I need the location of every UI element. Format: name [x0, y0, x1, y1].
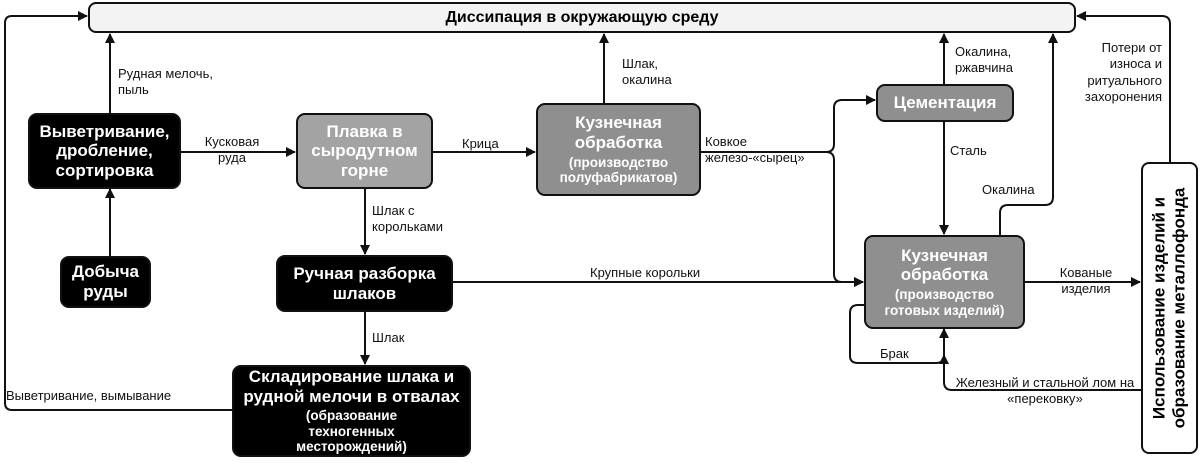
- node-forging1-title: Кузнечная обработка: [574, 113, 663, 152]
- node-usage-label: Использование изделий и образование мета…: [1149, 187, 1189, 429]
- node-weathering-label: Выветривание, дробление, сортировка: [39, 121, 170, 180]
- node-storage: Складирование шлака и рудной мелочи в от…: [232, 365, 471, 457]
- label-reject: Брак: [880, 346, 909, 361]
- node-smelting: Плавка в сыродутном горне: [296, 113, 433, 189]
- label-forged-goods: Кованые изделия: [1059, 265, 1113, 297]
- node-storage-title: Складирование шлака и рудной мелочи в от…: [243, 367, 460, 406]
- label-losses: Потери от износа и ритуального захоронен…: [1084, 40, 1162, 104]
- dissipation-box: Диссипация в окружающую среду: [88, 2, 1076, 33]
- node-forging-finished: Кузнечная обработка (производство готовы…: [864, 235, 1025, 329]
- node-forging2-sub: (производство готовых изделий): [884, 287, 1005, 318]
- label-ore-fines: Рудная мелочь, пыль: [118, 66, 213, 98]
- node-storage-sub: (образование техногенных месторождений): [296, 408, 407, 455]
- arrow-losses: [1076, 11, 1171, 162]
- node-slag-sorting: Ручная разборка шлаков: [276, 255, 453, 312]
- arrow-reject: [849, 304, 949, 365]
- label-scrap: Железный и стальной лом на «перековку»: [955, 375, 1135, 407]
- node-forging2-title: Кузнечная обработка: [900, 245, 989, 285]
- label-large-prills: Крупные корольки: [590, 265, 701, 280]
- label-slag-prills: Шлак с корольками: [372, 203, 443, 235]
- label-scale: Окалина: [982, 182, 1035, 197]
- node-forging-semifinished: Кузнечная обработка (производство полуфа…: [536, 103, 701, 196]
- arrow-scrap: [939, 328, 1141, 391]
- arrow-scale: [999, 33, 1058, 235]
- node-smelting-label: Плавка в сыродутном горне: [311, 121, 418, 180]
- node-mining-label: Добыча руды: [71, 262, 140, 301]
- label-slag-scale: Шлак, окалина: [622, 56, 672, 88]
- label-weathering-washing: Выветривание, вымывание: [6, 388, 172, 403]
- node-usage: Использование изделий и образование мета…: [1141, 162, 1198, 454]
- label-raw-iron: Ковкое железо-«сырец»: [705, 134, 805, 166]
- node-forging1-sub: (производство полуфабрикатов): [559, 154, 678, 186]
- node-slag-sorting-label: Ручная разборка шлаков: [293, 263, 436, 303]
- node-cementation: Цементация: [876, 84, 1014, 122]
- node-weathering: Выветривание, дробление, сортировка: [28, 113, 181, 189]
- label-bloom: Крица: [462, 136, 499, 151]
- node-mining: Добыча руды: [60, 256, 151, 308]
- node-cementation-label: Цементация: [893, 93, 997, 113]
- arrow-raw-iron-forging: [825, 151, 864, 287]
- arrow-weathering-washing: [4, 11, 232, 411]
- label-slag: Шлак: [372, 330, 405, 345]
- label-scale-rust: Окалина, ржавчина: [955, 44, 1013, 76]
- label-steel: Сталь: [950, 143, 987, 158]
- label-lump-ore: Кусковая руда: [204, 134, 260, 166]
